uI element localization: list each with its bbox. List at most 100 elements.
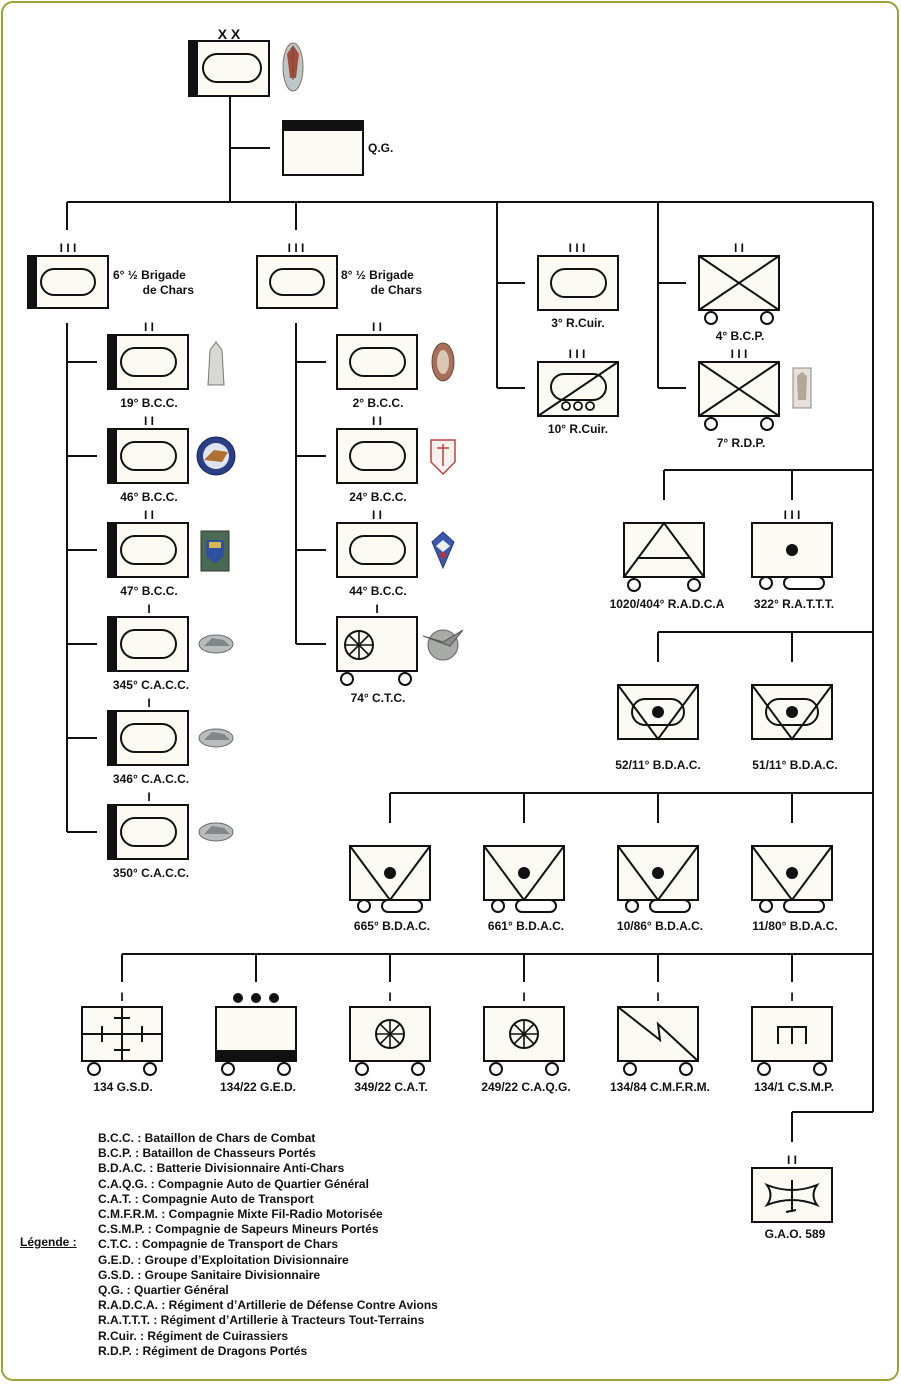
unit-10-rcuir-label: 10° R.Cuir. <box>548 422 608 436</box>
insignia-345-cacc <box>198 634 234 654</box>
unit-349-22-cat: I 349/22 C.A.T. <box>349 990 431 1094</box>
brigade-6-line2: de Chars <box>143 283 195 297</box>
svg-text:I I: I I <box>372 414 382 428</box>
unit-gao-label: G.A.O. 589 <box>765 1227 826 1241</box>
unit-cat-label: 349/22 C.A.T. <box>354 1080 427 1094</box>
brigade-8-symbol: I I I 8° ½ Brigade de Chars <box>256 241 423 309</box>
division-echelon: X X <box>218 26 241 42</box>
svg-text:I I I: I I I <box>569 241 586 255</box>
brigade-6-echelon: I I I <box>60 241 77 255</box>
unit-19-bcc: I I 19° B.C.C. <box>107 320 189 410</box>
insignia-7-rdp <box>792 367 812 409</box>
unit-2-label: 2° B.C.C. <box>353 396 404 410</box>
unit-24-label: 24° B.C.C. <box>349 490 406 504</box>
qg-symbol: Q.G. <box>282 120 393 176</box>
insignia-46-bcc <box>196 436 236 476</box>
unit-52-11-bdac: 52/11° B.D.A.C. <box>615 684 701 772</box>
unit-346-label: 346° C.A.C.C. <box>113 772 189 786</box>
insignia-346-cacc <box>198 728 234 748</box>
svg-text:I I I: I I I <box>784 508 801 522</box>
unit-rattt-label: 322° R.A.T.T.T. <box>754 597 834 611</box>
unit-cmfrm-label: 134/84 C.M.F.R.M. <box>610 1080 710 1094</box>
unit-346-cacc: I 346° C.A.C.C. <box>107 696 189 786</box>
unit-7-rdp-label: 7° R.D.P. <box>717 436 766 450</box>
unit-gsd-label: 134 G.S.D. <box>93 1080 152 1094</box>
unit-11-80-bdac: 11/80° B.D.A.C. <box>751 845 838 933</box>
svg-text:I I I: I I I <box>731 347 748 361</box>
insignia-44-bcc <box>431 531 455 570</box>
insignia-47-bcc <box>200 530 230 572</box>
legend-item: C.A.Q.G. : Compagnie Auto de Quartier Gé… <box>98 1176 369 1191</box>
unit-10-86-label: 10/86° B.D.A.C. <box>617 919 703 933</box>
unit-350-cacc: I 350° C.A.C.C. <box>107 790 189 880</box>
unit-radca-label: 1020/404° R.A.D.C.A <box>610 597 725 611</box>
svg-text:I I: I I <box>144 414 154 428</box>
legend-title: Légende : <box>20 1235 77 1249</box>
unit-44-bcc: I I 44° B.C.C. <box>336 508 418 598</box>
unit-11-80-label: 11/80° B.D.A.C. <box>752 919 838 933</box>
unit-249-22-caqg: I 249/22 C.A.Q.G. <box>481 990 570 1094</box>
unit-10-rcuir: I I I 10° R.Cuir. <box>537 347 619 436</box>
unit-74-ctc: I 74° C.T.C. <box>336 602 418 705</box>
unit-52-11-label: 52/11° B.D.A.C. <box>615 758 701 772</box>
unit-661-label: 661° B.D.A.C. <box>488 919 564 933</box>
legend-item: C.T.C. : Compagnie de Transport de Chars <box>98 1237 339 1252</box>
brigade-6-line1: 6° ½ Brigade <box>113 268 186 282</box>
svg-text:I: I <box>656 990 659 1004</box>
svg-text:I I: I I <box>787 1153 797 1167</box>
unit-4-bcp-label: 4° B.C.P. <box>716 329 765 343</box>
legend-item: R.A.T.T.T. : Régiment d’Artillerie à Tra… <box>98 1313 425 1328</box>
legend-item: B.C.C. : Bataillon de Chars de Combat <box>98 1131 316 1145</box>
svg-text:I I: I I <box>144 320 154 334</box>
svg-text:I: I <box>147 696 150 710</box>
legend-item: C.S.M.P. : Compagnie de Sapeurs Mineurs … <box>98 1222 379 1237</box>
brigade-8-echelon: I I I <box>288 241 305 255</box>
unit-2-bcc: I I 2° B.C.C. <box>336 320 418 410</box>
legend-item: R.Cuir. : Régiment de Cuirassiers <box>98 1328 289 1343</box>
unit-134-1-csmp: I 134/1 C.S.M.P. <box>751 990 834 1094</box>
svg-text:I: I <box>388 990 391 1004</box>
unit-csmp-label: 134/1 C.S.M.P. <box>754 1080 834 1094</box>
unit-radca: 1020/404° R.A.D.C.A <box>610 521 725 611</box>
unit-134-gsd: I 134 G.S.D. <box>81 990 163 1094</box>
unit-134-22-ged: 134/22 G.E.D. <box>215 993 297 1094</box>
unit-24-bcc: I I 24° B.C.C. <box>336 414 418 504</box>
legend-item: R.D.P. : Régiment de Dragons Portés <box>98 1343 308 1358</box>
svg-text:I I: I I <box>372 320 382 334</box>
brigade-8-line2: de Chars <box>371 283 423 297</box>
unit-19-label: 19° B.C.C. <box>120 396 177 410</box>
unit-345-label: 345° C.A.C.C. <box>113 678 189 692</box>
svg-text:I I: I I <box>734 241 744 255</box>
connector-lines <box>66 96 874 1142</box>
insignia-2-bcc <box>431 342 455 382</box>
legend-item: B.C.P. : Bataillon de Chasseurs Portés <box>98 1146 316 1161</box>
unit-rattt: I I I 322° R.A.T.T.T. <box>751 508 834 611</box>
legend: B.C.C. : Bataillon de Chars de Combat B.… <box>98 1131 438 1359</box>
unit-gao-589: I I G.A.O. 589 <box>751 1153 833 1241</box>
svg-text:I: I <box>375 602 378 616</box>
unit-47-bcc: I I 47° B.C.C. <box>107 508 189 598</box>
legend-item: C.M.F.R.M. : Compagnie Mixte Fil-Radio M… <box>98 1207 383 1222</box>
unit-74-label: 74° C.T.C. <box>351 691 406 705</box>
svg-text:I: I <box>147 602 150 616</box>
unit-caqg-label: 249/22 C.A.Q.G. <box>481 1080 570 1094</box>
brigade-6-symbol: I I I 6° ½ Brigade de Chars <box>27 241 195 309</box>
legend-item: G.S.D. : Groupe Sanitaire Divisionnaire <box>98 1267 321 1282</box>
svg-text:I: I <box>790 990 793 1004</box>
insignia-350-cacc <box>198 822 234 842</box>
svg-text:I I I: I I I <box>569 347 586 361</box>
svg-text:I I: I I <box>144 508 154 522</box>
insignia-19-bcc <box>207 341 225 386</box>
unit-ged-label: 134/22 G.E.D. <box>220 1080 296 1094</box>
legend-item: C.A.T. : Compagnie Auto de Transport <box>98 1191 314 1206</box>
unit-3-rcuir: I I I 3° R.Cuir. <box>537 241 619 330</box>
legend-item: R.A.D.C.A. : Régiment d’Artillerie de Dé… <box>98 1298 438 1313</box>
svg-text:I I: I I <box>372 508 382 522</box>
unit-665-label: 665° B.D.A.C. <box>354 919 430 933</box>
unit-51-11-bdac: 51/11° B.D.A.C. <box>751 684 838 772</box>
division-symbol: X X <box>188 26 270 97</box>
legend-item: Q.G. : Quartier Général <box>98 1283 229 1298</box>
legend-item: B.D.A.C. : Batterie Divisionnaire Anti-C… <box>98 1161 345 1176</box>
